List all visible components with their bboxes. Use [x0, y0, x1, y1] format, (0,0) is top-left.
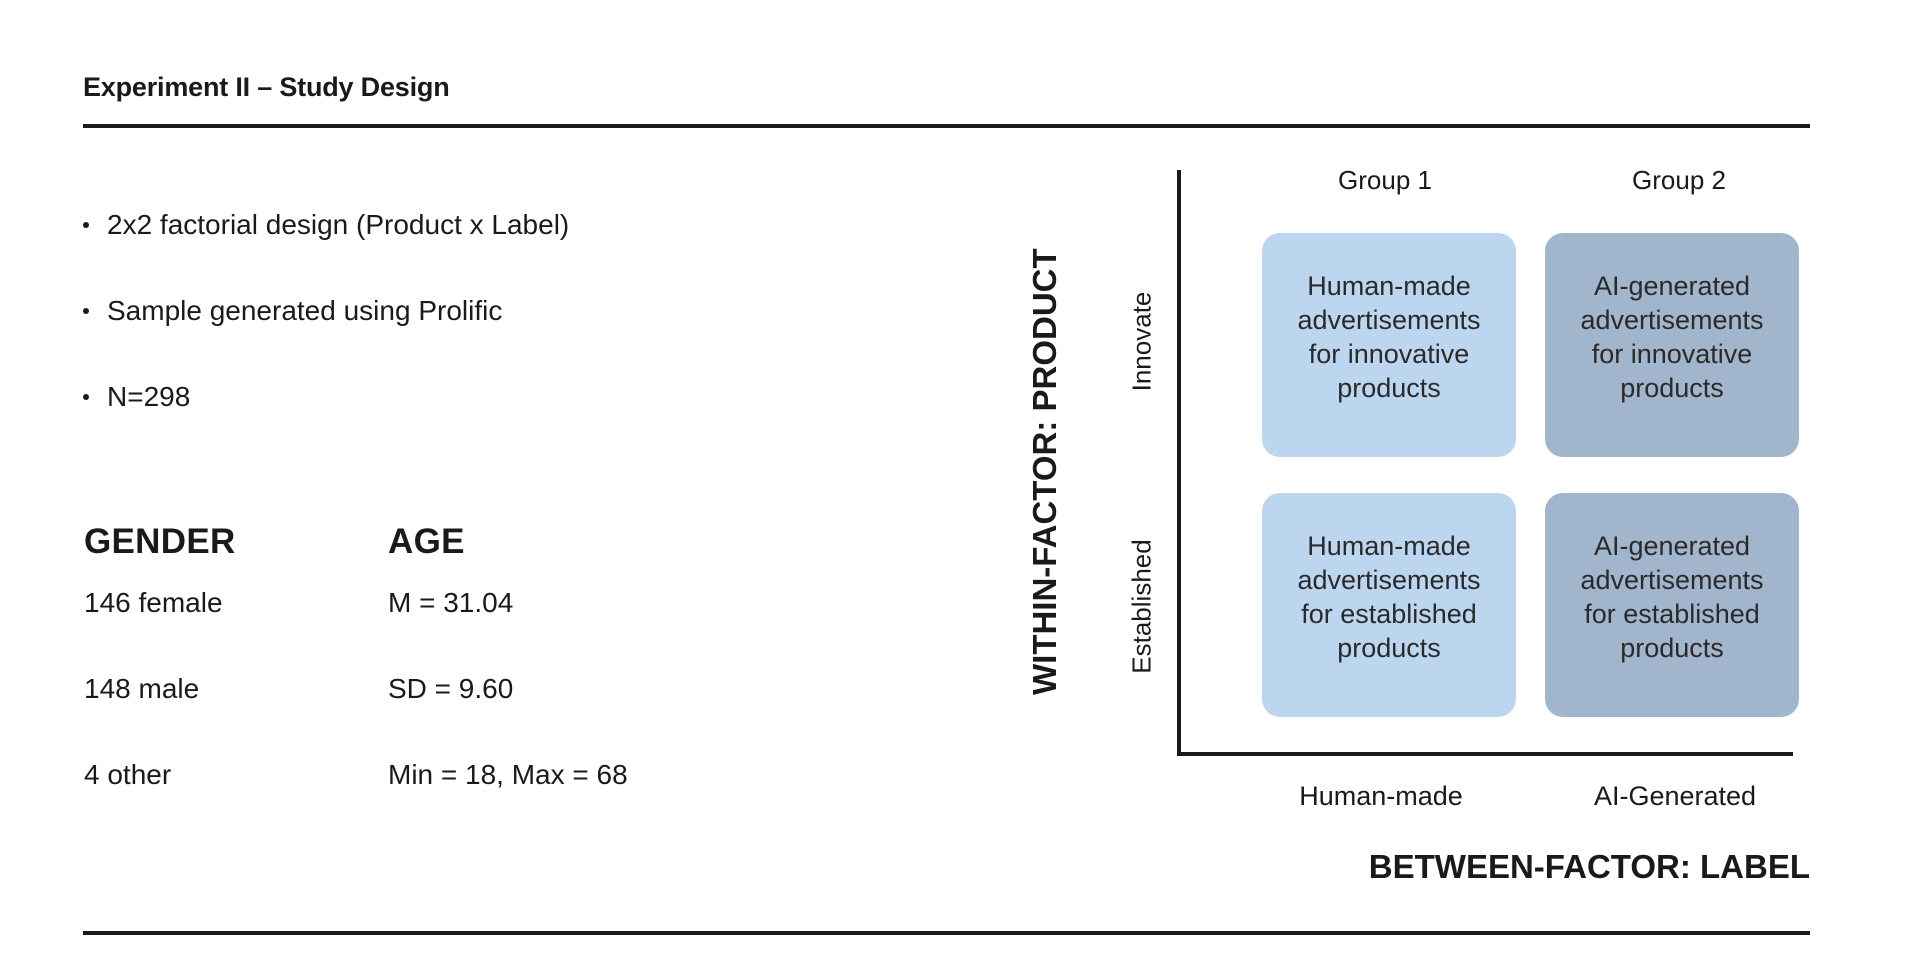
row-label-innovate: Innovate	[1126, 291, 1157, 392]
age-row: M = 31.04	[388, 587, 514, 618]
bullet-dot-icon	[83, 222, 89, 228]
cell-ai-innovative: AI-generated advertisements for innovati…	[1545, 233, 1799, 457]
column-label-ai-generated: AI-Generated	[1593, 781, 1757, 811]
gender-row: 148 male	[84, 673, 200, 704]
cell-human-established: Human-made advertisements for establishe…	[1262, 493, 1516, 717]
bullet-item: N=298	[83, 380, 569, 466]
age-heading: AGE	[388, 522, 465, 561]
cell-text: Human-made advertisements for establishe…	[1297, 531, 1481, 663]
bullet-text: Sample generated using Prolific	[107, 295, 503, 326]
cell-ai-established: AI-generated advertisements for establis…	[1545, 493, 1799, 717]
gender-stats: GENDER 146 female 148 male 4 other	[84, 522, 236, 844]
age-row: Min = 18, Max = 68	[388, 759, 628, 790]
within-factor-label: WITHIN-FACTOR: PRODUCT	[1026, 248, 1063, 695]
bullet-text: 2x2 factorial design (Product x Label)	[107, 209, 570, 240]
top-divider	[83, 124, 1810, 128]
gender-row: 4 other	[84, 759, 172, 790]
cell-text: AI-generated advertisements for innovati…	[1580, 271, 1764, 403]
gender-row: 146 female	[84, 587, 223, 618]
bullet-item: 2x2 factorial design (Product x Label)	[83, 208, 569, 294]
column-label-human-made: Human-made	[1299, 781, 1463, 811]
cell-text: AI-generated advertisements for establis…	[1580, 531, 1764, 663]
cell-text: Human-made advertisements for innovative…	[1297, 271, 1481, 403]
age-stats: AGE M = 31.04 SD = 9.60 Min = 18, Max = …	[388, 522, 628, 844]
bullet-item: Sample generated using Prolific	[83, 294, 569, 380]
bullet-dot-icon	[83, 308, 89, 314]
horizontal-axis	[1177, 752, 1793, 756]
group-label-2: Group 2	[1632, 165, 1726, 195]
cell-human-innovative: Human-made advertisements for innovative…	[1262, 233, 1516, 457]
age-row: SD = 9.60	[388, 673, 514, 704]
vertical-axis	[1177, 170, 1181, 756]
between-factor-label: BETWEEN-FACTOR: LABEL	[1368, 848, 1810, 885]
row-label-established: Established	[1126, 539, 1157, 674]
design-bullet-list: 2x2 factorial design (Product x Label) S…	[83, 208, 569, 466]
bullet-dot-icon	[83, 394, 89, 400]
bottom-divider	[83, 931, 1810, 935]
page-title: Experiment II – Study Design	[83, 72, 450, 102]
group-label-1: Group 1	[1338, 165, 1432, 195]
bullet-text: N=298	[107, 381, 191, 412]
gender-heading: GENDER	[84, 522, 236, 561]
